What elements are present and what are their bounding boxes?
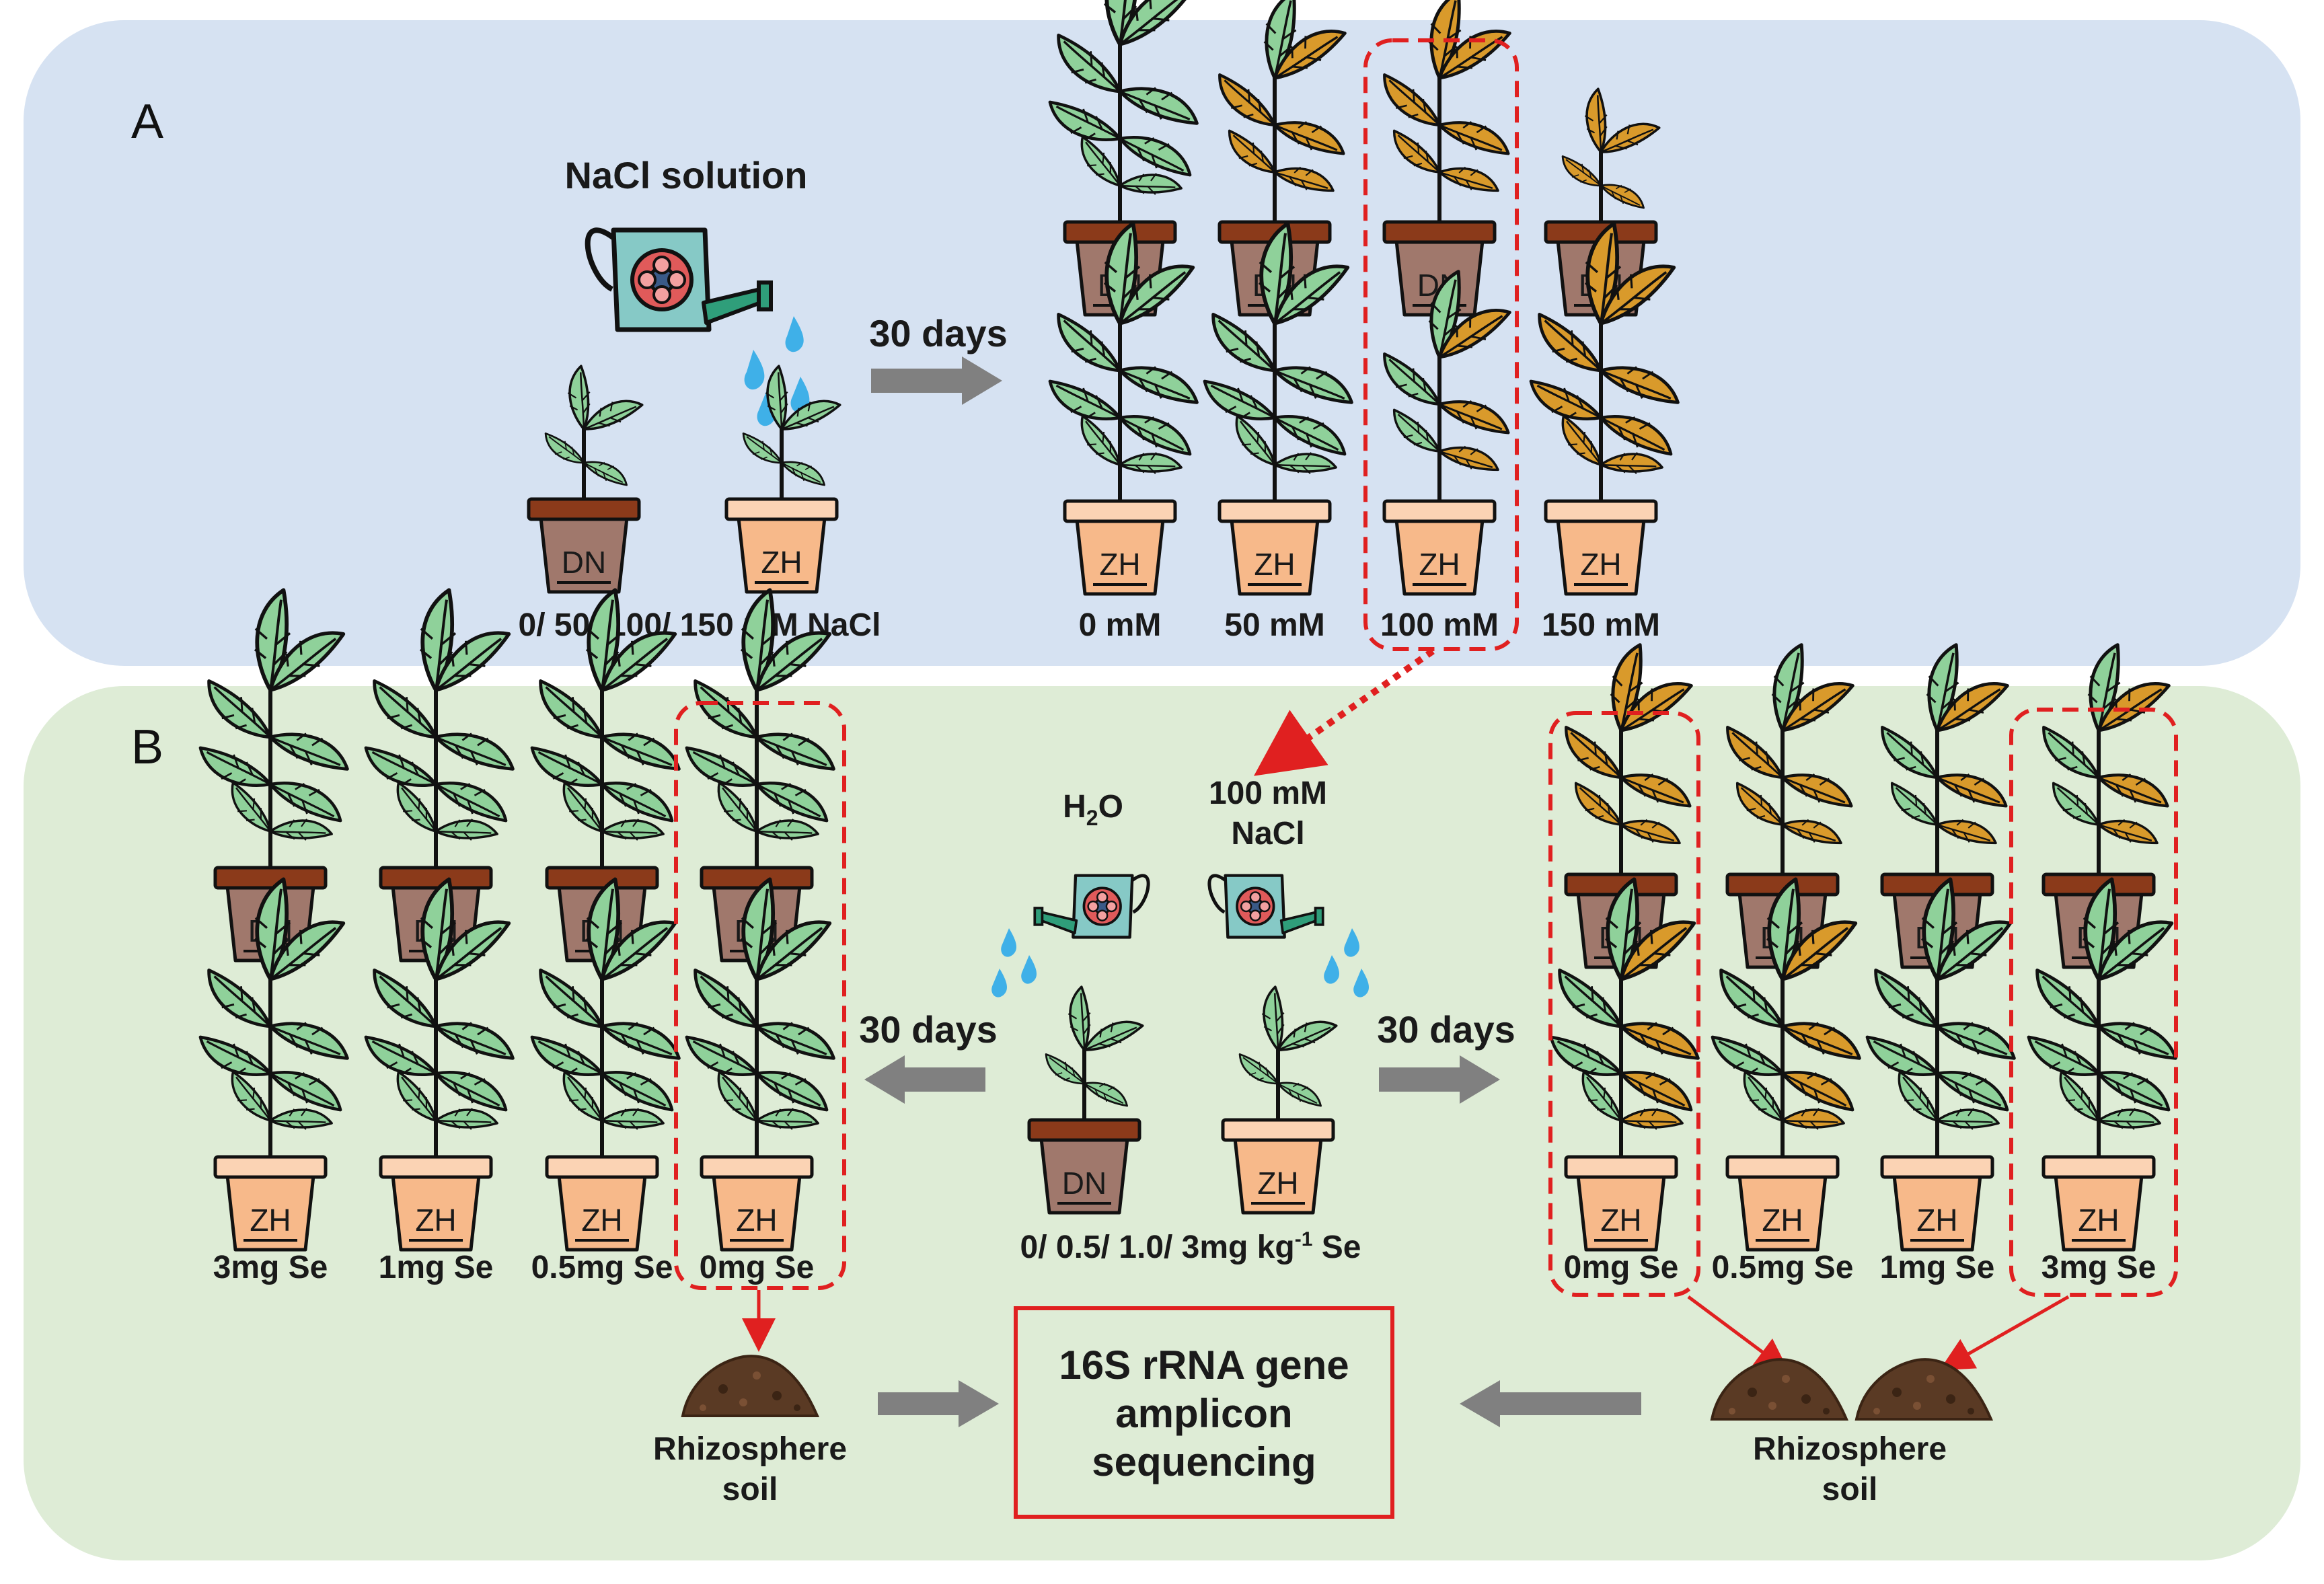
panel-a-label: A	[131, 95, 163, 149]
highlight-left-0mg-se	[674, 701, 846, 1290]
sequencing-box	[1014, 1306, 1394, 1519]
pot-label: ZH	[1419, 547, 1460, 582]
panel-a-column-label: 150 mM	[1542, 607, 1660, 643]
highlight-100mm-column	[1363, 38, 1519, 651]
soil-right-line2: soil	[1822, 1472, 1878, 1507]
panel-b-seedling-dn: DN	[1029, 985, 1144, 1213]
panel-b-left-zh-plant: ZH	[532, 879, 679, 1250]
panel-a-zh-plant: ZH	[1378, 272, 1510, 594]
pot-label: ZH	[1580, 547, 1621, 582]
pot-label: DN	[562, 545, 606, 580]
pot-label: ZH	[1600, 1203, 1641, 1238]
panel-a-duration-label: 30 days	[869, 312, 1008, 354]
panel-b-left-zh-plant: ZH	[366, 879, 513, 1250]
pot-label: ZH	[1099, 547, 1140, 582]
panel-b-right-column-label: 0mg Se	[1564, 1250, 1679, 1285]
panel-b-water-drops-right	[1324, 928, 1370, 997]
pot-label: ZH	[415, 1203, 456, 1238]
arrow-soil-right-to-sequencing	[1460, 1380, 1641, 1427]
nacl-100-line1: 100 mM	[1209, 776, 1327, 811]
sequencing-line3: sequencing	[1092, 1439, 1316, 1484]
arrow-soil-left-to-sequencing	[878, 1380, 999, 1427]
pot-label: ZH	[2078, 1203, 2119, 1238]
pot-label: ZH	[1916, 1203, 1957, 1238]
soil-left-line1: Rhizosphere	[653, 1431, 847, 1467]
panel-b-left-arrow	[864, 1055, 985, 1104]
seedling-zh: ZH	[726, 365, 841, 592]
water-drops-icon	[744, 316, 810, 426]
pot-label: ZH	[1257, 1166, 1298, 1201]
panel-b-left-column-label: 3mg Se	[213, 1250, 328, 1285]
panel-b-right-zh-plant: ZH	[1867, 879, 2015, 1250]
panel-a-column-label: 100 mM	[1380, 607, 1499, 643]
pot-label: DN	[1062, 1166, 1107, 1201]
panel-b-left-column-label: 0.5mg Se	[531, 1250, 673, 1285]
red-arrow-right-soil-a	[1687, 1295, 1790, 1372]
panel-a-column-label: 50 mM	[1224, 607, 1324, 643]
pot-label: ZH	[1254, 547, 1295, 582]
highlight-right-0mg-se	[1548, 711, 1700, 1297]
nacl-100-line2: NaCl	[1231, 816, 1304, 852]
pot-label: ZH	[581, 1203, 622, 1238]
panel-b-right-zh-plant: ZH	[1551, 879, 1698, 1250]
panel-b-left-duration: 30 days	[859, 1008, 998, 1051]
panel-b-right-duration: 30 days	[1377, 1008, 1515, 1051]
red-arrow-right-soil-b	[1939, 1295, 2070, 1371]
panel-b-label: B	[131, 720, 163, 774]
soil-left-line2: soil	[722, 1472, 778, 1507]
pot-label: ZH	[250, 1203, 291, 1238]
panel-b-left-column-label: 0mg Se	[700, 1250, 815, 1285]
panel-b-left-zh-plant: ZH	[200, 879, 348, 1250]
pot-label: ZH	[736, 1203, 777, 1238]
seedling-dn: DN	[529, 365, 644, 592]
panel-b-water-drops-left	[991, 928, 1037, 997]
panel-a-zh-plant: ZH	[1050, 223, 1197, 594]
panel-a-right-arrow	[871, 356, 1002, 405]
se-treatments-label: 0/ 0.5/ 1.0/ 3mg kg-1 Se	[1020, 1228, 1361, 1265]
panel-b-left-zh-plant: ZH	[687, 879, 834, 1250]
highlight-right-3mg-se	[2009, 708, 2178, 1297]
panel-b-right-column-label: 3mg Se	[2041, 1250, 2157, 1285]
panel-b-right-zh-plant: ZH	[2029, 879, 2176, 1250]
nacl-solution-label: NaCl solution	[565, 154, 808, 196]
panel-b-seedling-zh: ZH	[1223, 985, 1338, 1213]
pot-label: ZH	[761, 545, 802, 580]
pot-label: ZH	[1762, 1203, 1803, 1238]
panel-b-left-column-label: 1mg Se	[379, 1250, 494, 1285]
panel-a-zh-plant: ZH	[1205, 223, 1352, 594]
panel-b-right-zh-plant: ZH	[1713, 879, 1860, 1250]
water-label: H2O	[1063, 789, 1123, 830]
soil-right-line1: Rhizosphere	[1753, 1431, 1947, 1467]
red-dotted-arrow	[1253, 648, 1435, 776]
sequencing-line1: 16S rRNA gene	[1059, 1343, 1349, 1388]
panel-a-zh-plant: ZH	[1531, 223, 1678, 594]
panel-a-column-label: 0 mM	[1079, 607, 1162, 643]
sequencing-line2: amplicon	[1115, 1391, 1292, 1436]
panel-b-right-column-label: 1mg Se	[1880, 1250, 1995, 1285]
panel-b-right-arrow	[1379, 1055, 1500, 1104]
panel-b-right-column-label: 0.5mg Se	[1712, 1250, 1854, 1285]
